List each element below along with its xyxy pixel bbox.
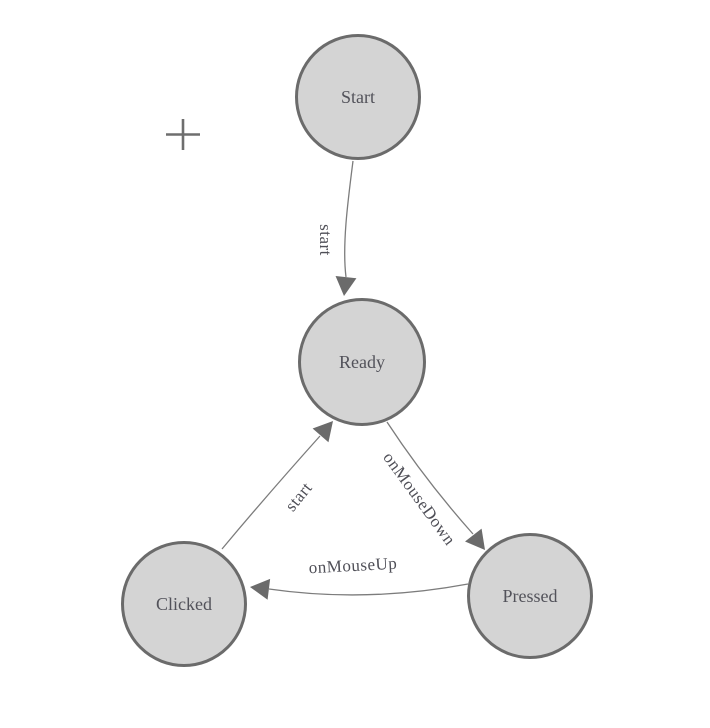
arrowhead-pressed-clicked <box>250 578 271 600</box>
node-label-clicked: Clicked <box>156 593 212 614</box>
node-label-ready: Ready <box>339 351 385 372</box>
state-node-pressed[interactable]: Pressed <box>467 533 593 659</box>
edge-ready-pressed[interactable] <box>386 421 474 535</box>
node-label-pressed: Pressed <box>502 585 558 606</box>
crosshair-icon <box>166 119 200 150</box>
state-node-ready[interactable]: Ready <box>298 298 426 426</box>
edge-start-ready[interactable] <box>344 160 354 278</box>
arrowhead-ready-pressed <box>465 528 485 550</box>
arrowhead-clicked-ready <box>312 421 333 443</box>
state-node-start[interactable]: Start <box>295 34 421 160</box>
edge-clicked-ready[interactable] <box>221 435 321 550</box>
arrowhead-start-ready <box>335 276 357 296</box>
edge-pressed-clicked[interactable] <box>268 583 469 596</box>
state-node-clicked[interactable]: Clicked <box>121 541 247 667</box>
node-label-start: Start <box>341 86 375 107</box>
edge-label-start-ready: start <box>316 224 335 256</box>
